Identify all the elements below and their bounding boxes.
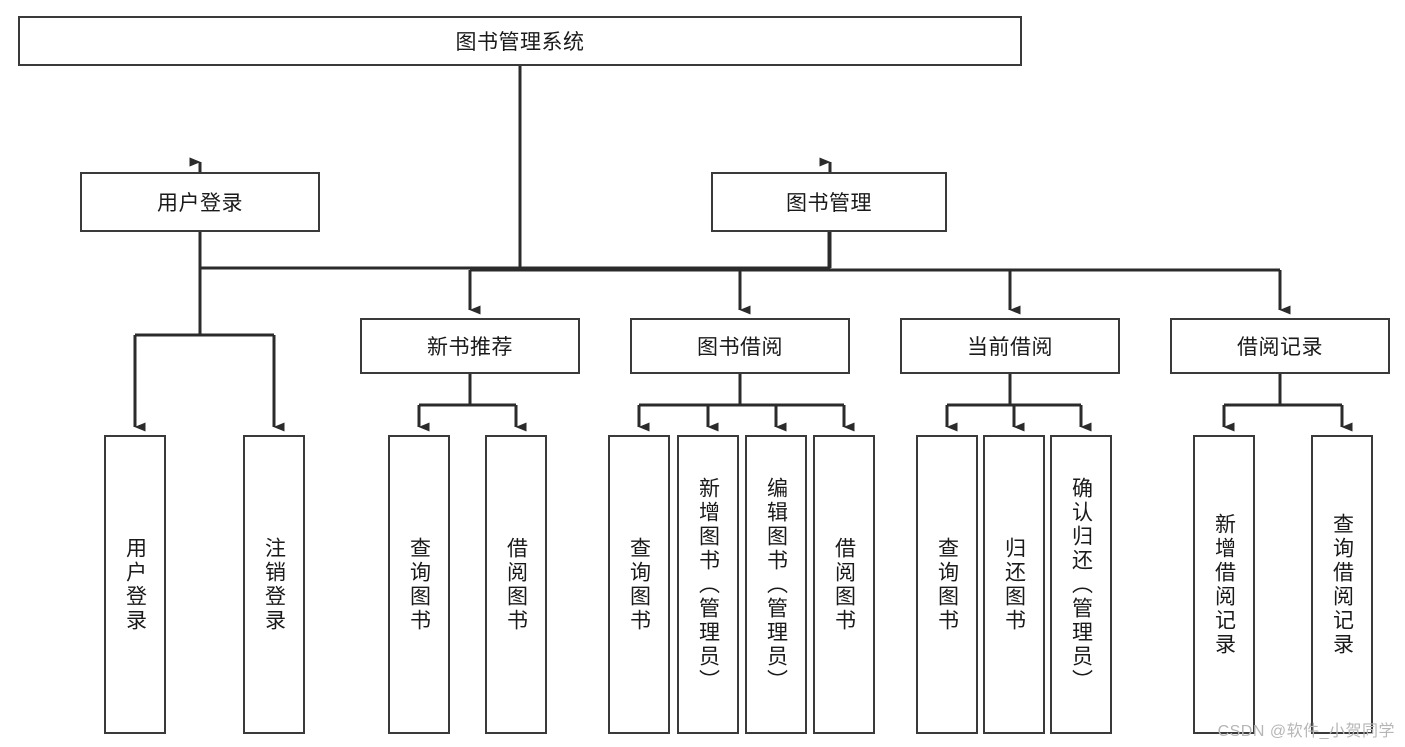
- node-leaf-borrow-book-2[interactable]: 借阅图书: [813, 435, 875, 734]
- node-label: 查询图书: [935, 536, 959, 633]
- node-leaf-user-login[interactable]: 用户登录: [104, 435, 166, 734]
- node-book-borrow[interactable]: 图书借阅: [630, 318, 850, 374]
- node-leaf-add-record[interactable]: 新增借阅记录: [1193, 435, 1255, 734]
- node-leaf-confirm-return[interactable]: 确认归还（管理员）: [1050, 435, 1112, 734]
- node-label: 用户登录: [157, 192, 243, 215]
- node-leaf-edit-book[interactable]: 编辑图书（管理员）: [745, 435, 807, 734]
- node-label: 借阅记录: [1237, 336, 1323, 359]
- node-label: 查询图书: [627, 536, 651, 633]
- node-label: 图书管理系统: [455, 31, 585, 54]
- node-label: 用户登录: [123, 536, 147, 633]
- node-root-system[interactable]: 图书管理系统: [18, 16, 1022, 66]
- node-label: 新增图书（管理员）: [696, 476, 720, 693]
- node-user-login[interactable]: 用户登录: [80, 172, 320, 232]
- node-label: 编辑图书（管理员）: [764, 476, 788, 693]
- node-label: 查询图书: [407, 536, 431, 633]
- node-current-borrow[interactable]: 当前借阅: [900, 318, 1120, 374]
- node-leaf-query-book-1[interactable]: 查询图书: [388, 435, 450, 734]
- node-label: 借阅图书: [504, 536, 528, 633]
- node-label: 查询借阅记录: [1330, 512, 1354, 657]
- node-borrow-record[interactable]: 借阅记录: [1170, 318, 1390, 374]
- node-label: 图书借阅: [697, 336, 783, 359]
- node-leaf-user-logout[interactable]: 注销登录: [243, 435, 305, 734]
- node-leaf-query-book-2[interactable]: 查询图书: [608, 435, 670, 734]
- node-label: 当前借阅: [967, 336, 1053, 359]
- node-leaf-return-book[interactable]: 归还图书: [983, 435, 1045, 734]
- node-leaf-query-book-3[interactable]: 查询图书: [916, 435, 978, 734]
- node-book-manage[interactable]: 图书管理: [711, 172, 947, 232]
- node-label: 确认归还（管理员）: [1069, 476, 1093, 693]
- watermark-text: CSDN @软件_小贺同学: [1217, 723, 1395, 740]
- node-label: 新书推荐: [427, 336, 513, 359]
- node-leaf-borrow-book-1[interactable]: 借阅图书: [485, 435, 547, 734]
- node-new-book-rec[interactable]: 新书推荐: [360, 318, 580, 374]
- node-leaf-query-record[interactable]: 查询借阅记录: [1311, 435, 1373, 734]
- node-label: 借阅图书: [832, 536, 856, 633]
- node-label: 新增借阅记录: [1212, 512, 1236, 657]
- node-label: 注销登录: [262, 536, 286, 633]
- node-label: 归还图书: [1002, 536, 1026, 633]
- node-label: 图书管理: [786, 192, 872, 215]
- node-leaf-add-book[interactable]: 新增图书（管理员）: [677, 435, 739, 734]
